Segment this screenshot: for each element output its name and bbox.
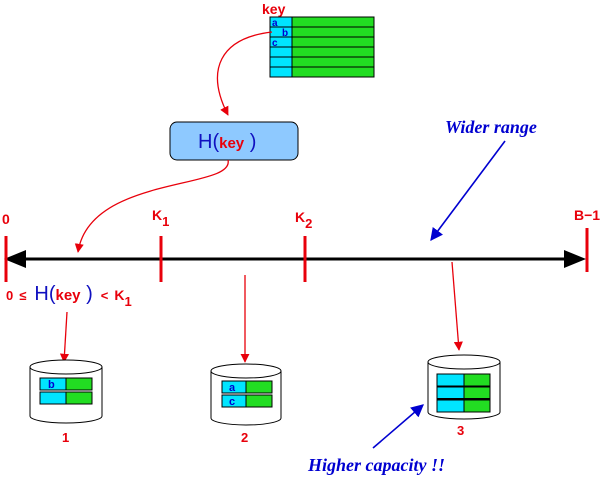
key-row-c: c bbox=[272, 38, 278, 49]
bucket3-arrow bbox=[451, 261, 463, 351]
key-table-title: key bbox=[262, 1, 286, 17]
bucket3-label: 3 bbox=[457, 423, 464, 438]
higher-capacity-arrow bbox=[372, 404, 424, 449]
bucket1-row-b: b bbox=[48, 379, 55, 391]
k1-label: K1 bbox=[152, 207, 169, 229]
hash-to-axis-arrow bbox=[74, 159, 229, 253]
axis-end-label: B−1 bbox=[574, 207, 600, 223]
bucket1-condition: 0≤H(key )<K1 bbox=[6, 283, 132, 309]
axis-left-arrowhead bbox=[4, 250, 26, 268]
bucket1-arrow bbox=[59, 311, 70, 363]
key-row-b: b bbox=[282, 28, 288, 39]
key-to-hash-arrow bbox=[216, 31, 273, 116]
key-table: a b c bbox=[269, 16, 375, 78]
axis-start-label: 0 bbox=[2, 211, 10, 227]
higher-capacity-annotation: Higher capacity !! bbox=[307, 455, 445, 475]
bucket2-row-a: a bbox=[229, 382, 236, 394]
axis-right-arrowhead bbox=[564, 250, 586, 268]
hash-function-box bbox=[169, 121, 299, 161]
bucket2-label: 2 bbox=[241, 430, 248, 445]
k2-label: K2 bbox=[295, 209, 312, 231]
wider-range-annotation: Wider range bbox=[445, 117, 537, 137]
bucket-3: 3 bbox=[427, 354, 501, 438]
bucket-2: a c 2 bbox=[210, 363, 282, 445]
bucket-1: b 1 bbox=[29, 359, 103, 445]
hash-function-label: H(key ) bbox=[198, 131, 256, 153]
wider-range-arrow bbox=[430, 140, 506, 242]
key-row-a: a bbox=[272, 18, 278, 29]
bucket2-row-c: c bbox=[229, 396, 235, 408]
bucket1-label: 1 bbox=[62, 430, 69, 445]
